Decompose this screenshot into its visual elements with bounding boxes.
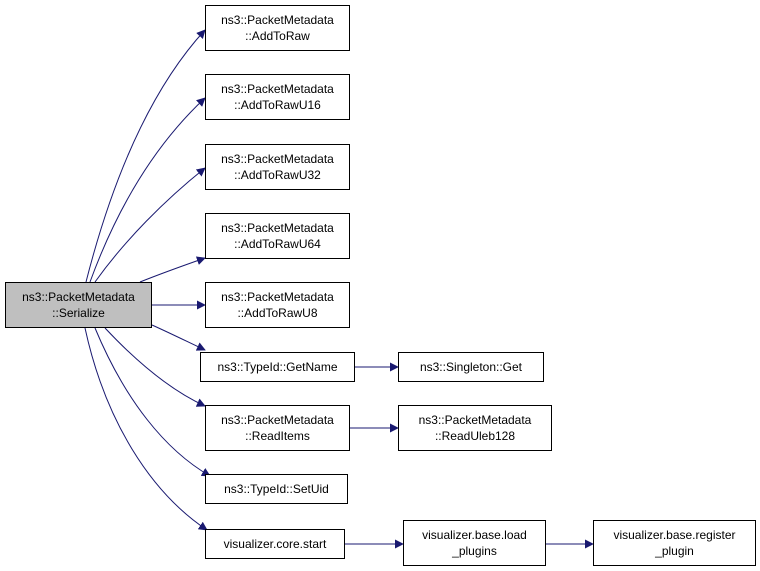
edge-root-setuid (94, 327, 211, 477)
edge-root-addtorawu32 (94, 167, 206, 283)
node-visualizer-base-register-plugin[interactable]: visualizer.base.register _plugin (593, 520, 756, 566)
node-label-line1: ns3::PacketMetadata (221, 13, 334, 27)
node-label-line2: ::AddToRawU32 (234, 168, 321, 182)
node-label-line1: ns3::PacketMetadata (418, 413, 532, 427)
node-label-line1: ns3::PacketMetadata (221, 82, 334, 96)
edge-root-readitems (104, 327, 206, 407)
node-singleton-get[interactable]: ns3::Singleton::Get (398, 352, 544, 382)
node-readitems[interactable]: ns3::PacketMetadata ::ReadItems (205, 405, 350, 451)
node-label-line1: visualizer.base.register (613, 528, 736, 542)
node-label-line1: ns3::PacketMetadata (22, 290, 135, 304)
node-label-line1: ns3::PacketMetadata (221, 221, 334, 235)
node-label-line1: ns3::PacketMetadata (221, 290, 334, 304)
node-readuleb128[interactable]: ns3::PacketMetadata ::ReadUleb128 (398, 405, 552, 451)
node-addtorawu8[interactable]: ns3::PacketMetadata ::AddToRawU8 (205, 282, 350, 328)
edge-root-corestart (84, 327, 208, 531)
node-label-line2: _plugin (655, 544, 694, 558)
edge-root-getname (151, 324, 206, 351)
node-label-line1: visualizer.core.start (223, 537, 327, 551)
node-label-line2: ::AddToRawU64 (234, 237, 321, 251)
edge-root-addtorawu64 (139, 256, 206, 283)
node-label-line1: ns3::TypeId::SetUid (224, 482, 329, 496)
node-label-line1: visualizer.base.load (422, 528, 527, 542)
node-label-line2: ::ReadItems (245, 429, 310, 443)
node-label-line2: ::ReadUleb128 (434, 429, 516, 443)
node-label-line1: ns3::PacketMetadata (221, 413, 334, 427)
node-visualizer-core-start[interactable]: visualizer.core.start (205, 529, 345, 559)
node-addtoraw[interactable]: ns3::PacketMetadata ::AddToRaw (205, 5, 350, 51)
node-label-line2: ::AddToRawU8 (237, 306, 318, 320)
node-label-line2: ::AddToRawU16 (234, 98, 321, 112)
node-addtorawu32[interactable]: ns3::PacketMetadata ::AddToRawU32 (205, 144, 350, 190)
node-typeid-setuid[interactable]: ns3::TypeId::SetUid (205, 474, 348, 504)
node-label-line2: _plugins (452, 544, 497, 558)
edge-root-addtorawu16 (89, 97, 206, 283)
node-label-line1: ns3::TypeId::GetName (217, 360, 338, 374)
node-label-line2: ::Serialize (52, 306, 105, 320)
node-addtorawu64[interactable]: ns3::PacketMetadata ::AddToRawU64 (205, 213, 350, 259)
edge-root-addtoraw (85, 29, 206, 283)
node-label-line1: ns3::PacketMetadata (221, 152, 334, 166)
node-label-line2: ::AddToRaw (245, 29, 310, 43)
node-addtorawu16[interactable]: ns3::PacketMetadata ::AddToRawU16 (205, 74, 350, 120)
node-label-line1: ns3::Singleton::Get (419, 360, 523, 374)
node-typeid-getname[interactable]: ns3::TypeId::GetName (200, 352, 355, 382)
node-visualizer-base-load-plugins[interactable]: visualizer.base.load _plugins (403, 520, 546, 566)
node-packetmetadata-serialize[interactable]: ns3::PacketMetadata ::Serialize (5, 282, 152, 328)
